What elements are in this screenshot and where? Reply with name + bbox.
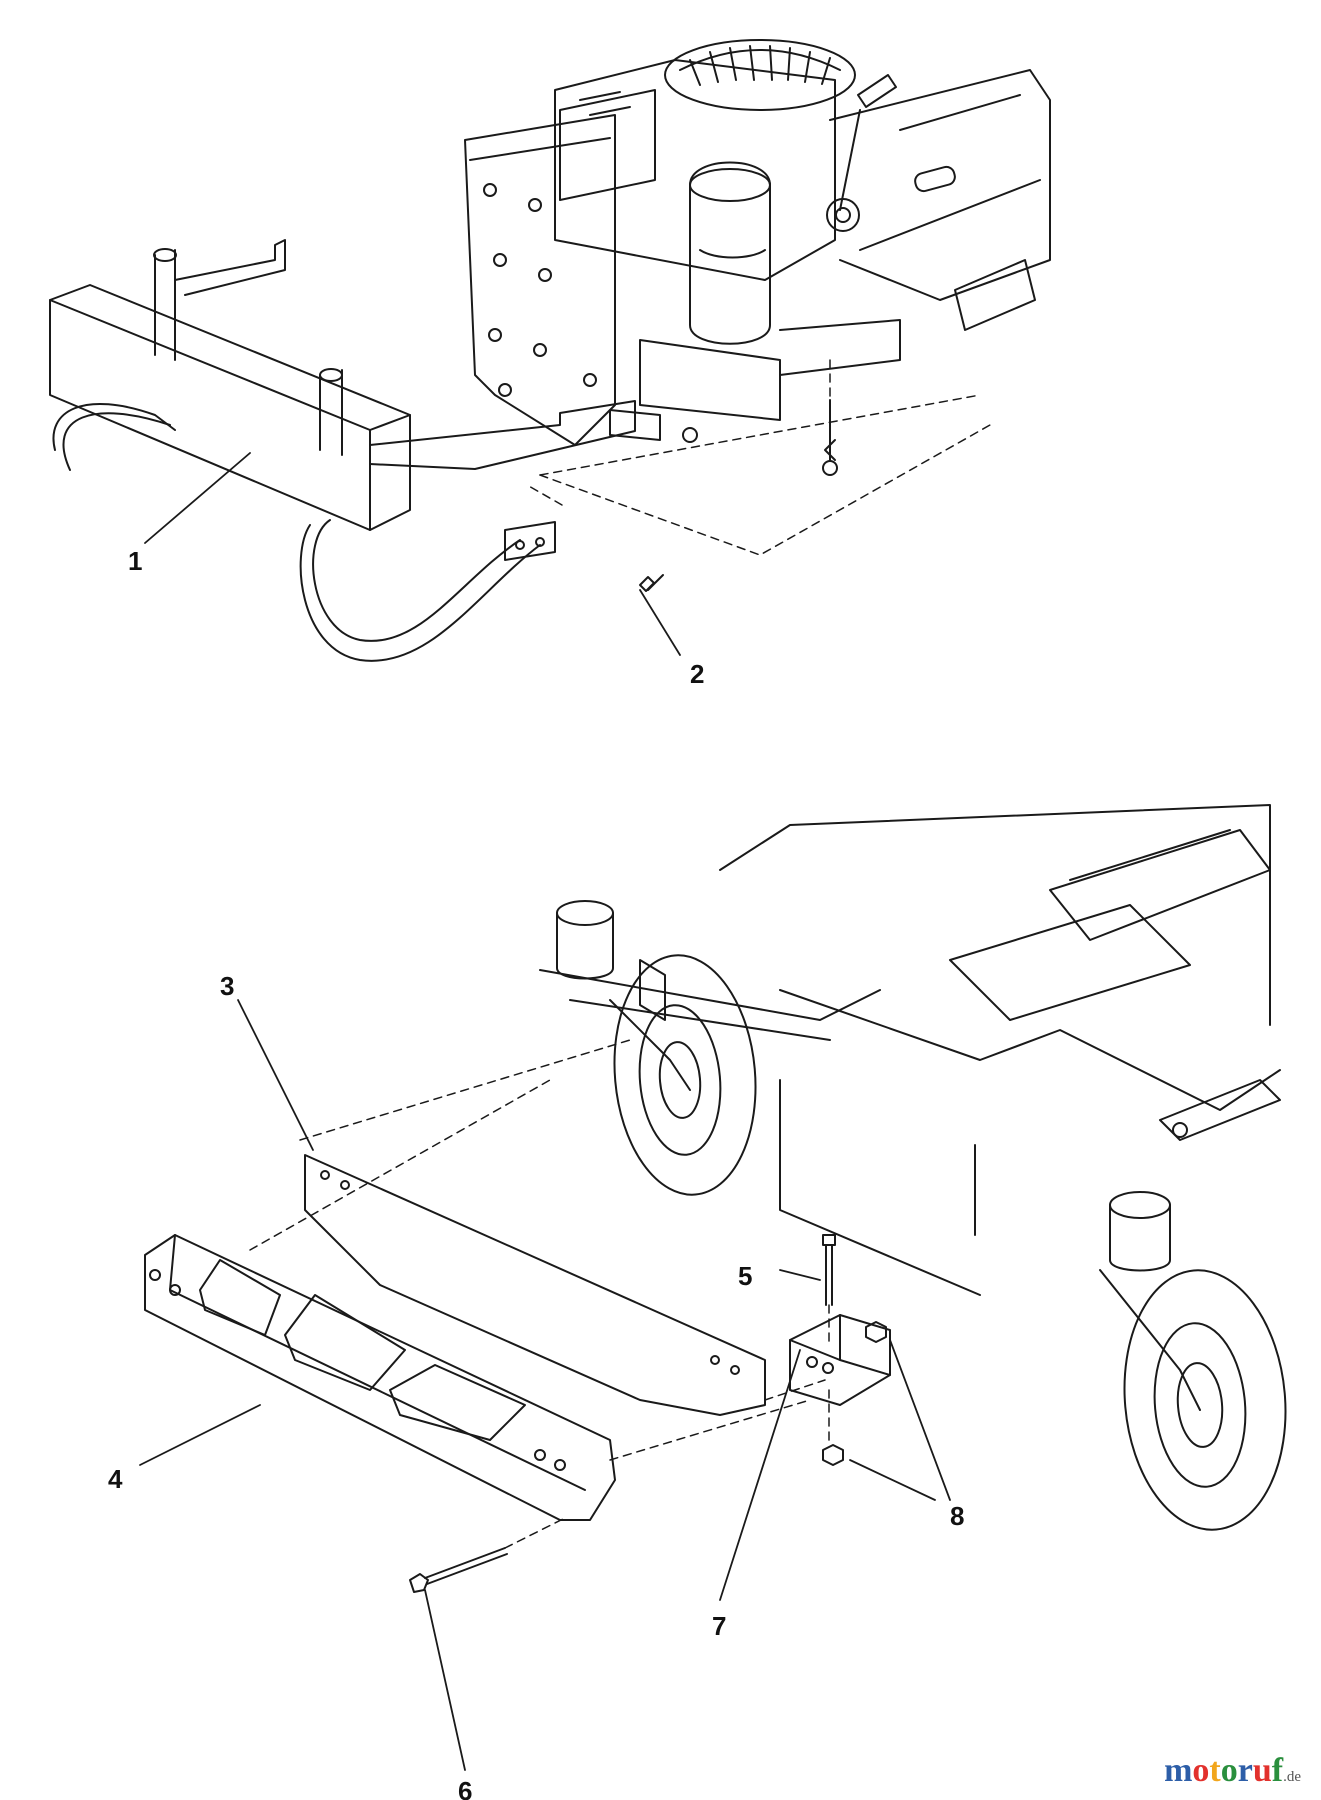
leader-lines — [139, 452, 951, 1771]
watermark-letter: o — [1220, 1752, 1238, 1789]
nuts-part-8 — [822, 1321, 887, 1466]
bracket-part-7 — [789, 1314, 891, 1406]
bolt-part-2 — [639, 574, 664, 592]
callout-6: 6 — [458, 1776, 472, 1800]
watermark-tld: .de — [1283, 1769, 1301, 1785]
watermark-letter: t — [1209, 1752, 1221, 1789]
motoruf-watermark-logo: motoruf.de — [1164, 1752, 1301, 1790]
callout-labels: 1 2 3 4 5 6 7 8 — [108, 546, 964, 1800]
watermark-letter: f — [1271, 1752, 1284, 1789]
callout-1: 1 — [128, 546, 142, 576]
watermark-letter: o — [1192, 1752, 1210, 1789]
deck-assembly — [539, 804, 1287, 1531]
callout-4: 4 — [108, 1464, 123, 1494]
bumper-part-4 — [144, 1234, 616, 1521]
callout-5: 5 — [738, 1261, 752, 1291]
callout-3: 3 — [220, 971, 234, 1001]
mounting-plate-part-3 — [304, 1154, 766, 1416]
callout-7: 7 — [712, 1611, 726, 1641]
bolt-part-6 — [409, 1547, 508, 1593]
watermark-letter: r — [1237, 1752, 1253, 1789]
front-bumper-bar — [49, 239, 636, 662]
watermark-letter: m — [1164, 1752, 1193, 1789]
bolt-part-5 — [822, 1234, 836, 1306]
assembly-guide-lines — [249, 1039, 830, 1549]
watermark-letter: u — [1252, 1752, 1272, 1789]
callout-8: 8 — [950, 1501, 964, 1531]
engine-chassis-assembly — [464, 39, 1051, 556]
callout-2: 2 — [690, 659, 704, 689]
